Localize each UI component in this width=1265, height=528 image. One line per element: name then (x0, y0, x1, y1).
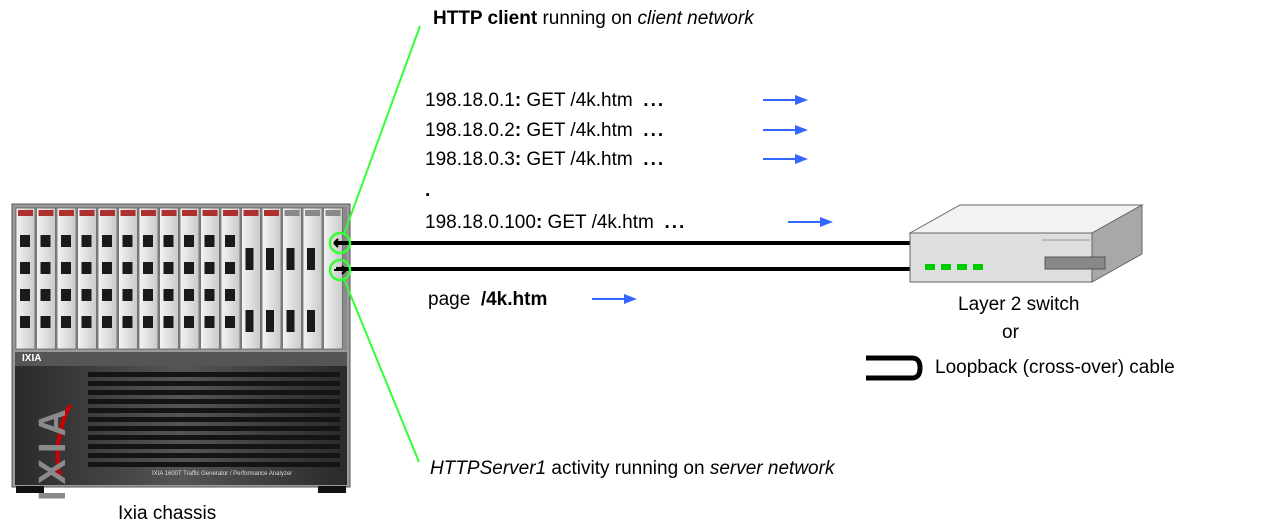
request-arrows (592, 95, 833, 304)
client-port-highlight (328, 231, 352, 255)
chassis-model: IXIA 1600T Traffic Generator / Performan… (152, 471, 293, 477)
cables (328, 231, 915, 282)
chassis-card (179, 207, 200, 350)
request-ip: 198.18.0.3 (425, 149, 515, 170)
server-label-middle: activity running on (546, 458, 710, 479)
client-label-italic: client network (637, 8, 754, 29)
server-label-italic2: server network (709, 458, 835, 479)
request-line-3: 198.18.0.3: GET /4k.htm ... (425, 149, 665, 171)
client-label-middle: running on (537, 8, 638, 29)
chassis-vent-slot (88, 462, 340, 467)
chassis-small-brand: IXIA (22, 353, 42, 364)
request-dots: ... (643, 149, 666, 170)
client-callout-line (343, 25, 421, 235)
request-sep: : (535, 212, 543, 233)
switch-led-2 (941, 264, 951, 270)
server-port-highlight (328, 258, 352, 282)
request-line-4: 198.18.0.100: GET /4k.htm ... (425, 212, 686, 234)
chassis-vent-slot (88, 453, 340, 458)
loopback-cable-icon (866, 355, 923, 381)
request-line-1: 198.18.0.1: GET /4k.htm ... (425, 90, 665, 112)
chassis-card (282, 207, 302, 350)
chassis-card (220, 207, 241, 350)
response-label: page /4k.htm (428, 289, 547, 311)
switch-led-3 (957, 264, 967, 270)
server-callout-line (343, 278, 420, 463)
chassis-card (138, 207, 159, 350)
chassis-card (261, 207, 282, 350)
chassis-vent-slot (88, 408, 340, 413)
chassis-vent-slot (88, 399, 340, 404)
request-sep: : (514, 90, 522, 111)
client-port-arrow (333, 238, 346, 248)
request-path: /4k.htm (570, 149, 633, 170)
request-line-2: 198.18.0.2: GET /4k.htm ... (425, 120, 665, 142)
request-dots: ... (643, 90, 666, 111)
ellipsis-dot: . (425, 180, 431, 201)
chassis-card (56, 207, 77, 350)
chassis-label: Ixia chassis (118, 503, 217, 524)
request-arrow-2 (763, 125, 808, 135)
chassis-brand: IXIA (31, 403, 74, 501)
request-dots: ... (664, 212, 687, 233)
chassis-card (97, 207, 118, 350)
request-method: GET (521, 90, 571, 111)
chassis-foot-left (16, 486, 44, 493)
request-method: GET (521, 120, 571, 141)
chassis-card (118, 207, 138, 350)
chassis-vent-slot (88, 381, 340, 386)
request-arrow-1 (763, 95, 808, 105)
response-arrow (592, 294, 637, 304)
ixia-chassis (11, 203, 351, 493)
chassis-vents (88, 372, 340, 467)
request-arrow-3 (763, 154, 808, 164)
or-label: or (1002, 322, 1019, 343)
chassis-cards (15, 207, 343, 350)
chassis-card (159, 207, 179, 350)
request-path: /4k.htm (570, 120, 633, 141)
cable-label: Loopback (cross-over) cable (935, 357, 1175, 378)
request-arrow-4 (788, 217, 833, 227)
chassis-vent-slot (88, 435, 340, 440)
client-label: HTTP client running on client network (433, 8, 754, 30)
chassis-card (241, 207, 261, 350)
chassis-foot-right (318, 486, 346, 493)
switch-led-1 (925, 264, 935, 270)
chassis-card (15, 207, 36, 350)
request-sep: : (514, 149, 522, 170)
switch-display (1044, 256, 1106, 270)
chassis-card (77, 207, 97, 350)
chassis-card (36, 207, 56, 350)
switch-label: Layer 2 switch (958, 294, 1080, 315)
chassis-brand-strip (15, 352, 347, 366)
response-prefix: page (428, 289, 476, 310)
chassis-vent-slot (88, 417, 340, 422)
request-path: /4k.htm (570, 90, 633, 111)
switch-led-4 (973, 264, 983, 270)
chassis-card (200, 207, 220, 350)
chassis-vent-slot (88, 372, 340, 377)
chassis-vent-slot (88, 390, 340, 395)
server-label-italic1: HTTPServer1 (430, 458, 547, 479)
response-path: /4k.htm (480, 289, 548, 310)
request-ip: 198.18.0.2 (425, 120, 515, 141)
chassis-red-swoosh (55, 404, 72, 479)
server-label: HTTPServer1 activity running on server n… (430, 458, 834, 480)
request-method: GET (521, 149, 571, 170)
server-port-arrow (334, 265, 347, 275)
request-dots: ... (643, 120, 666, 141)
layer2-switch (908, 204, 1144, 283)
chassis-card (302, 207, 323, 350)
request-path: /4k.htm (591, 212, 654, 233)
client-label-bold: HTTP client (433, 8, 538, 29)
chassis-vent-slot (88, 426, 340, 431)
request-ip: 198.18.0.100 (425, 212, 536, 233)
request-sep: : (514, 120, 522, 141)
request-ip: 198.18.0.1 (425, 90, 515, 111)
request-method: GET (542, 212, 592, 233)
chassis-vent-slot (88, 444, 340, 449)
